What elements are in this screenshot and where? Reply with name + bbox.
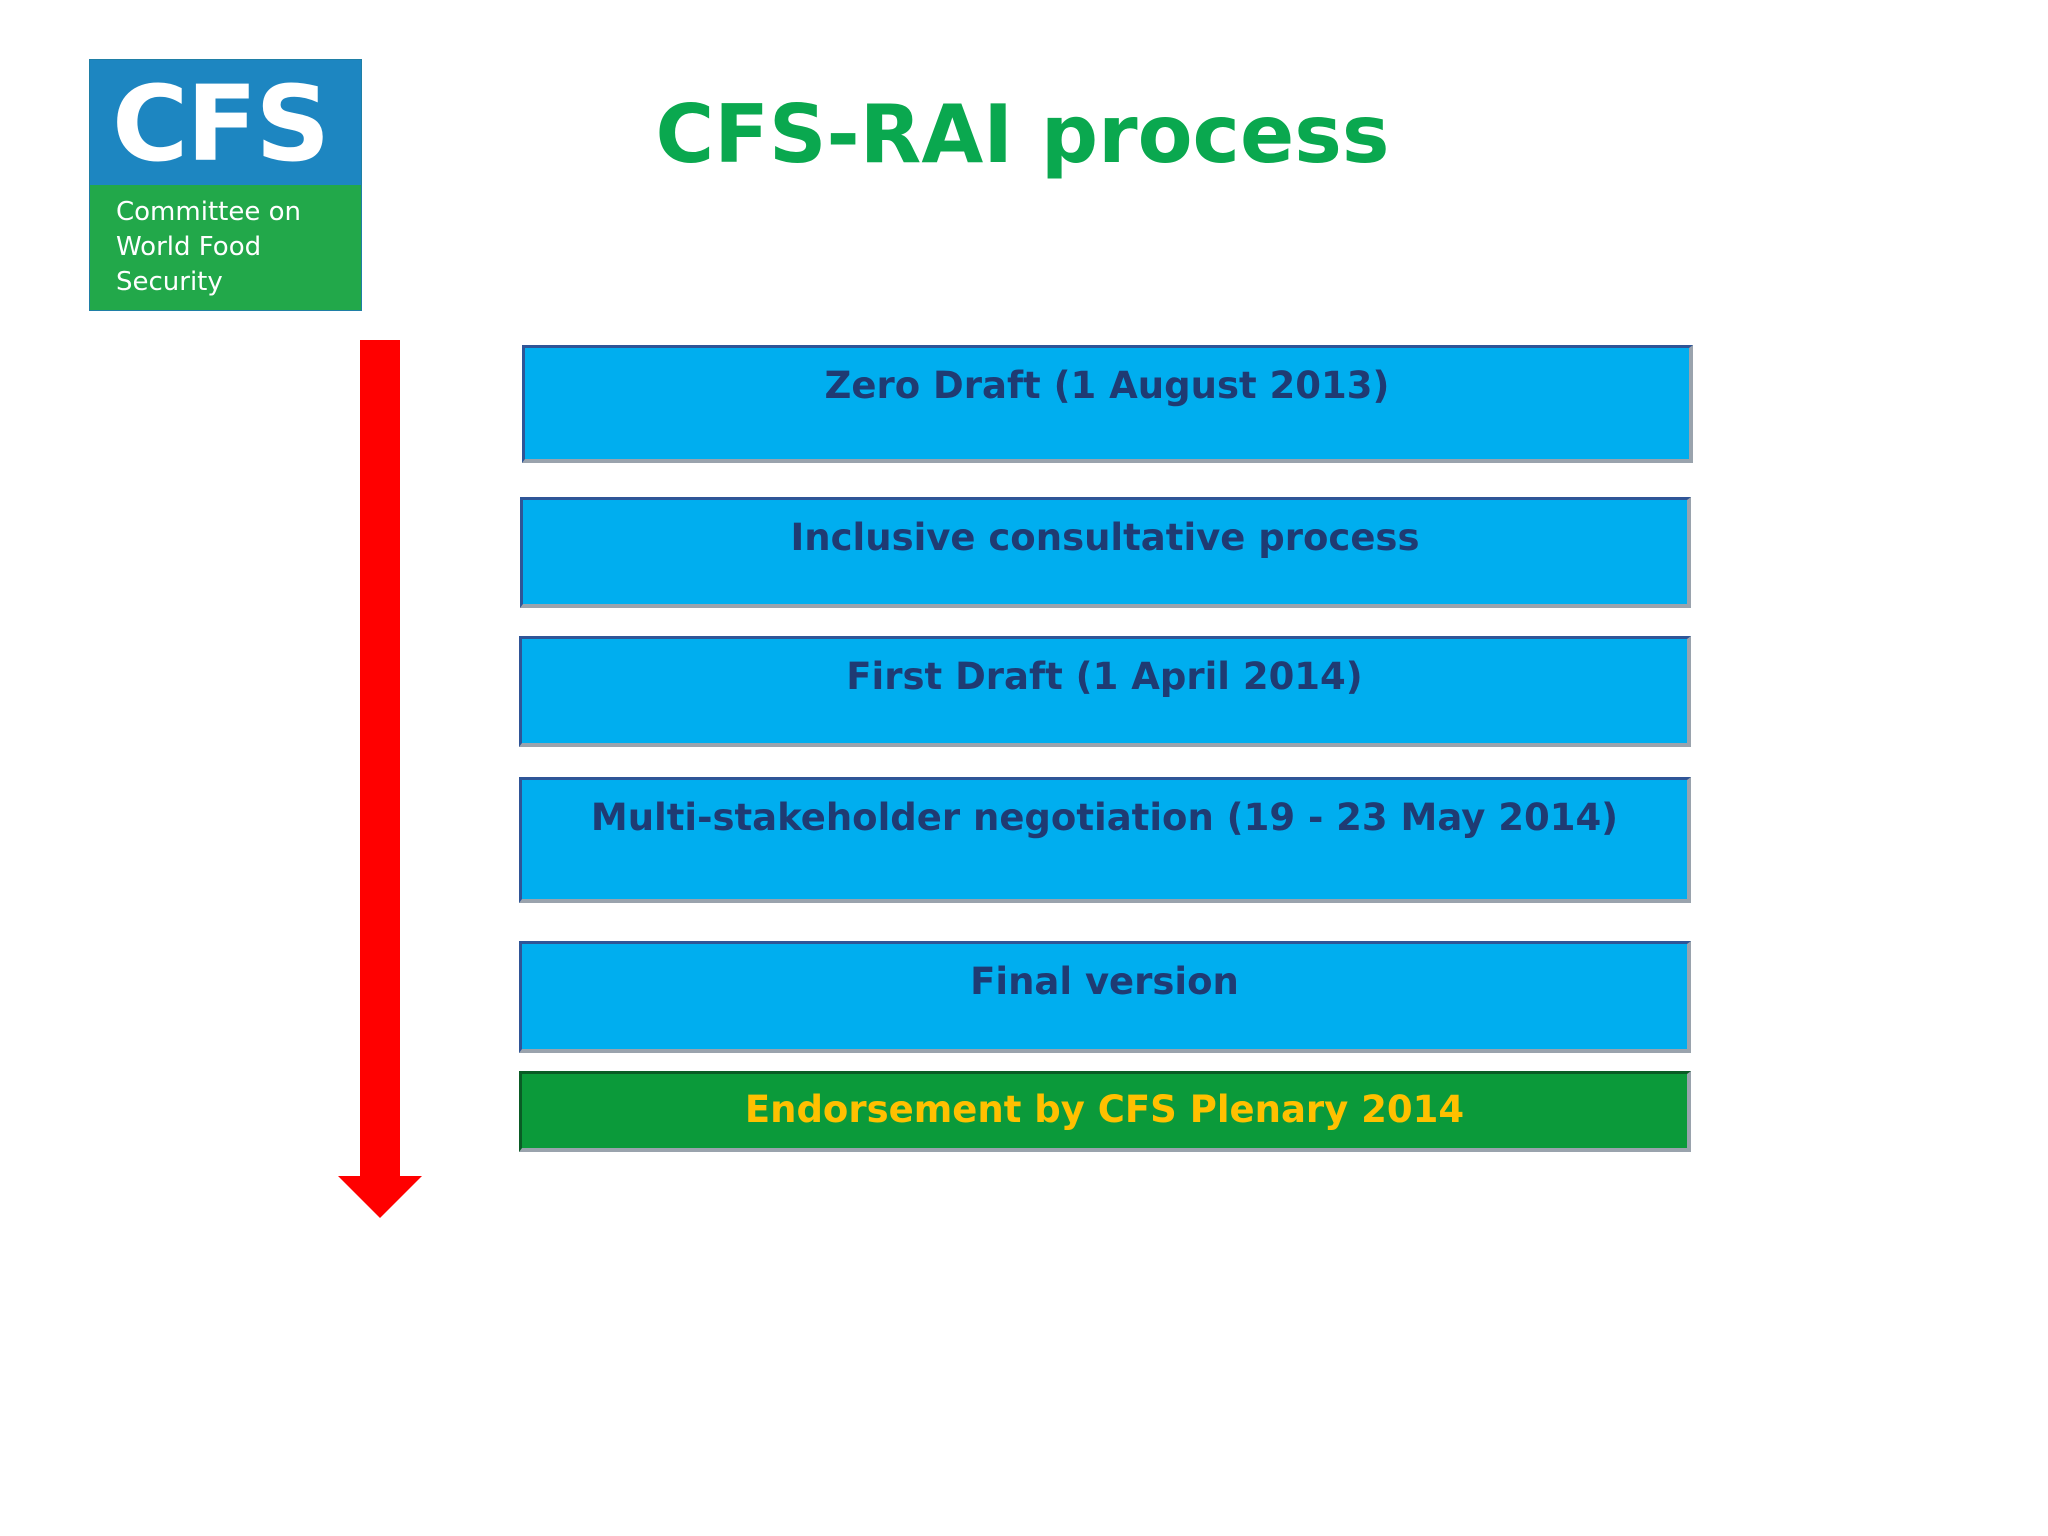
- step-label: Inclusive consultative process: [790, 516, 1420, 559]
- step-endorsement: Endorsement by CFS Plenary 2014: [519, 1071, 1691, 1152]
- logo-bottom-band: Committee on World Food Security: [90, 185, 361, 310]
- logo-organization-name: Committee on World Food Security: [116, 197, 301, 297]
- step-zero-draft: Zero Draft (1 August 2013): [522, 345, 1693, 463]
- slide-title: CFS-RAI process: [655, 88, 1390, 181]
- step-final-version: Final version: [519, 941, 1691, 1053]
- step-first-draft: First Draft (1 April 2014): [519, 636, 1691, 747]
- step-consultative-process: Inclusive consultative process: [520, 497, 1691, 608]
- logo-abbreviation: CFS: [112, 63, 330, 185]
- step-label: Endorsement by CFS Plenary 2014: [744, 1088, 1465, 1131]
- step-label: Zero Draft (1 August 2013): [824, 364, 1390, 407]
- step-label: First Draft (1 April 2014): [846, 655, 1363, 698]
- arrow-shaft: [360, 340, 400, 1176]
- logo-top-band: CFS: [90, 60, 361, 185]
- timeline-down-arrow: [338, 340, 422, 1218]
- step-negotiation: Multi-stakeholder negotiation (19 - 23 M…: [519, 777, 1691, 903]
- cfs-logo: CFS Committee on World Food Security: [89, 59, 362, 311]
- step-label: Multi-stakeholder negotiation (19 - 23 M…: [590, 796, 1619, 839]
- step-label: Final version: [970, 960, 1239, 1003]
- arrow-head: [338, 1176, 422, 1218]
